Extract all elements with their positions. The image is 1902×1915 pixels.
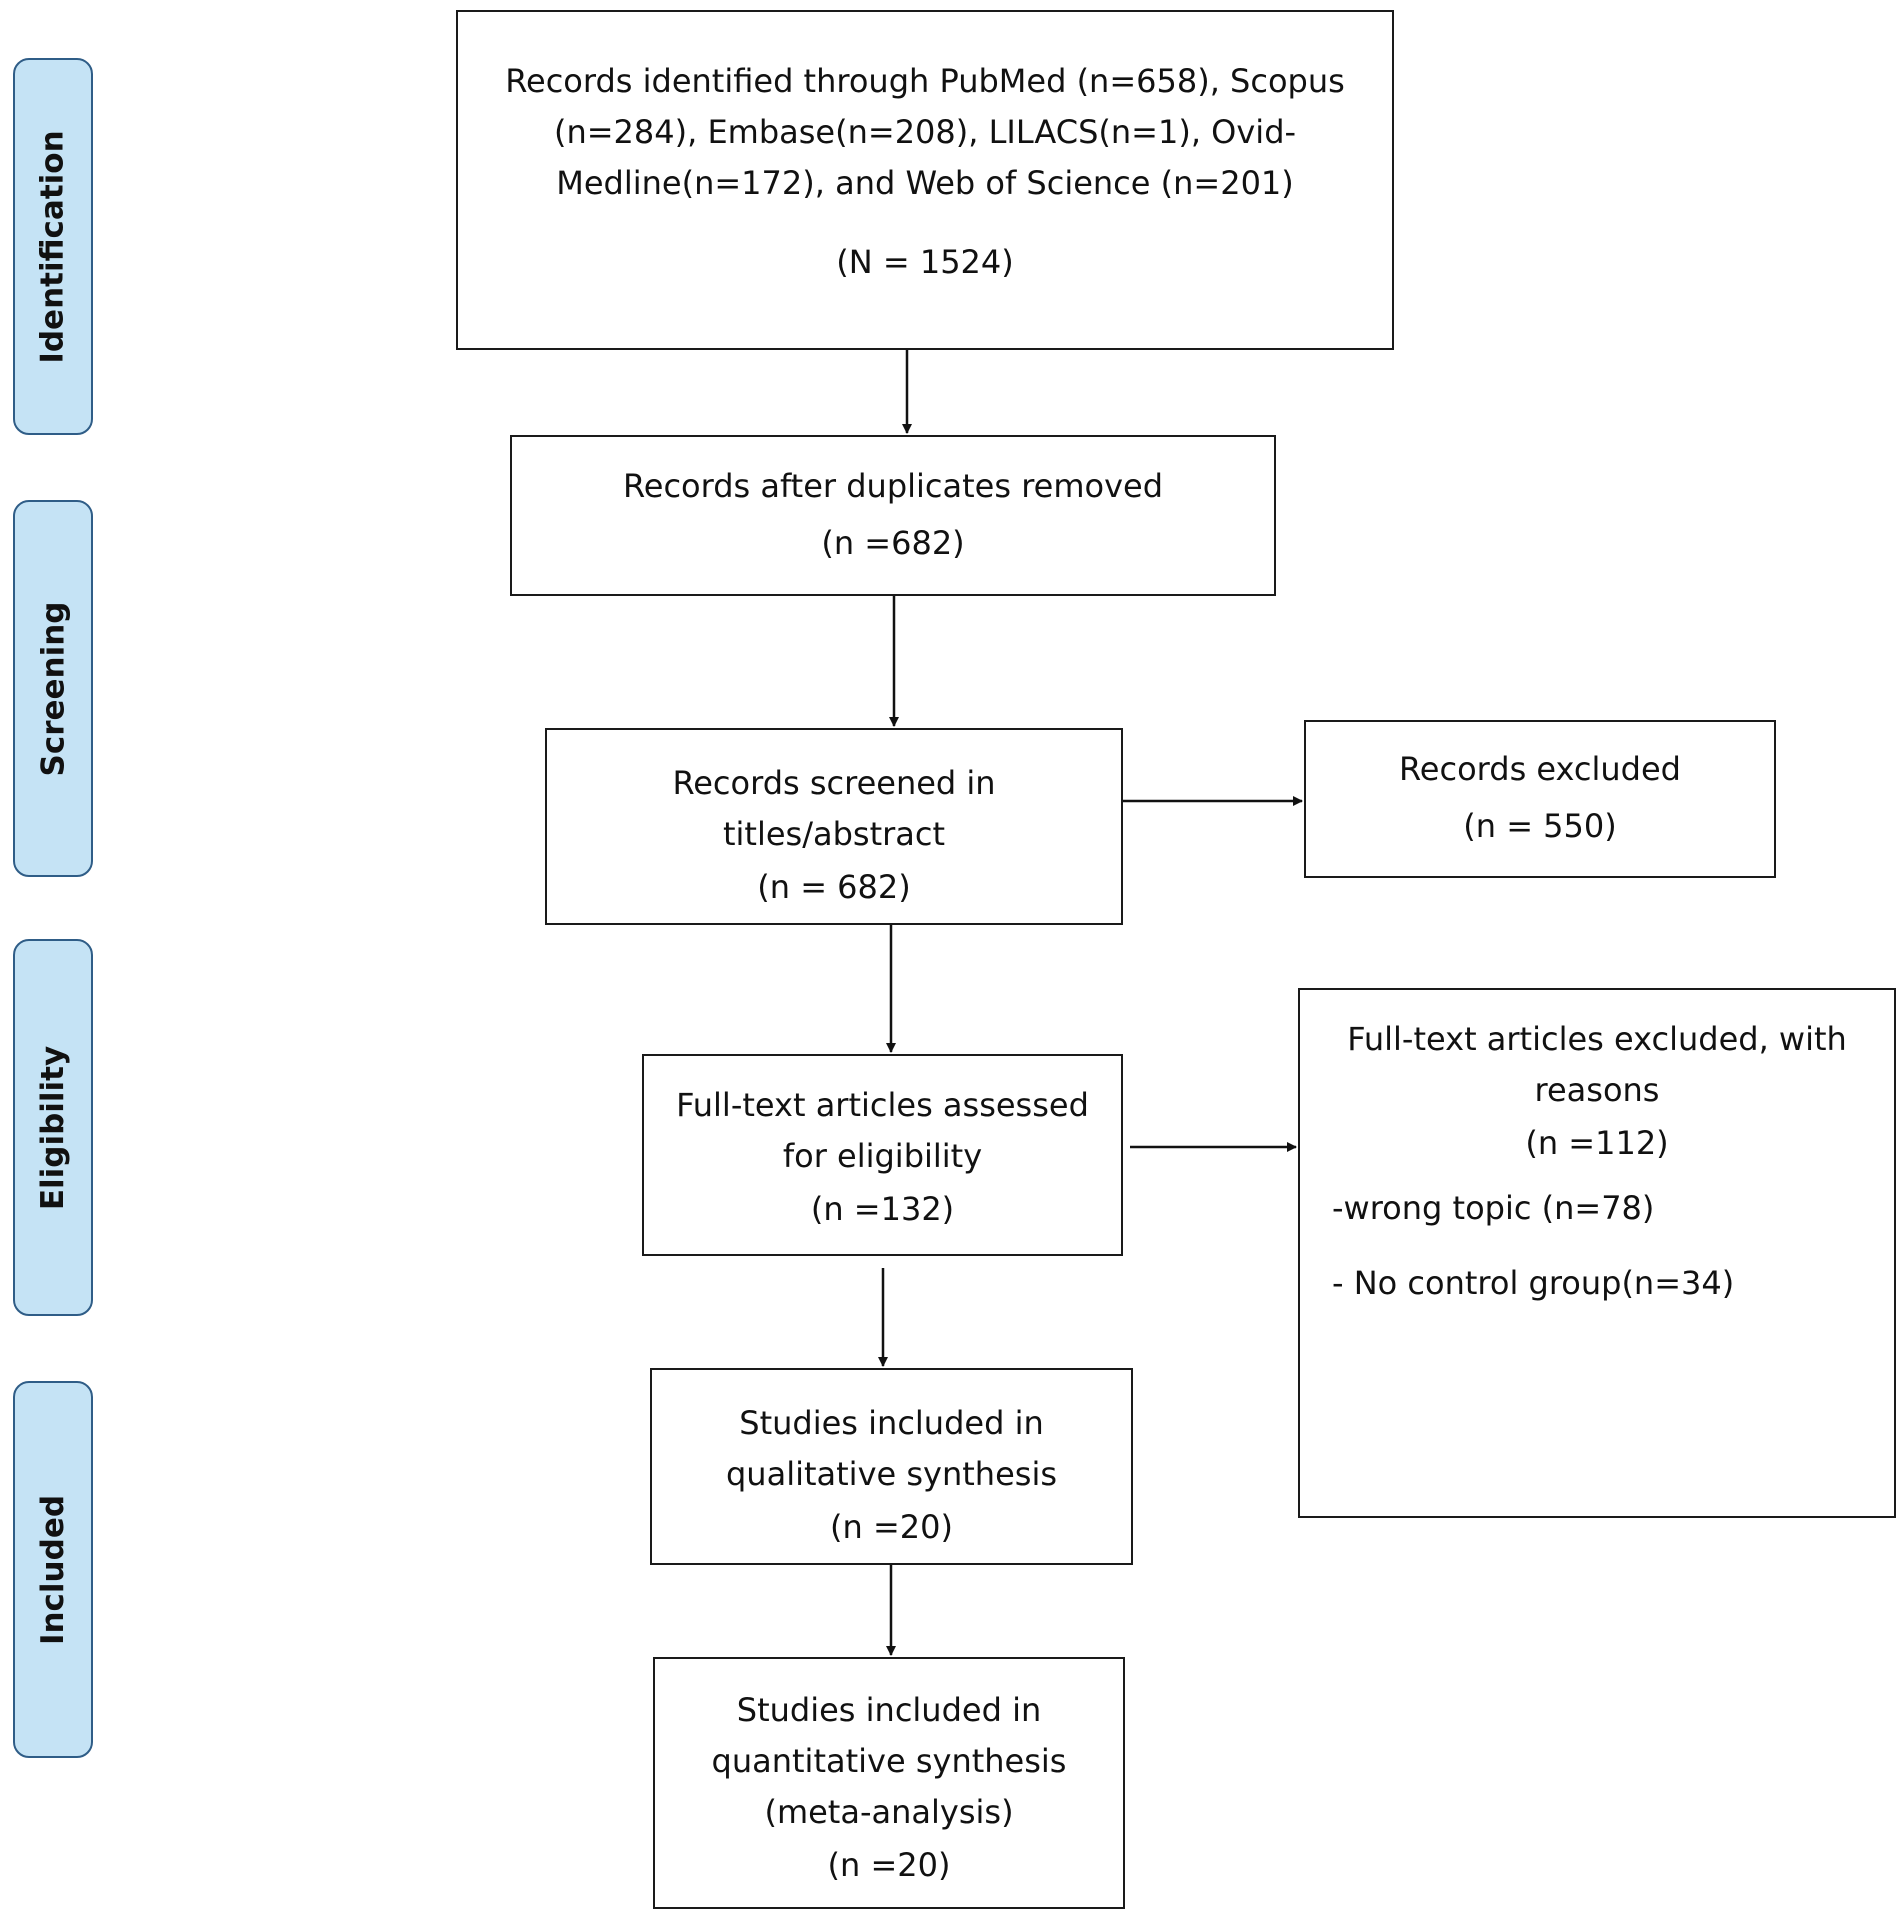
- ft-excluded-line-1: Full-text articles excluded, with: [1347, 1020, 1847, 1058]
- quantitative-count: (n =20): [827, 1846, 951, 1884]
- identified-count: (N = 1524): [836, 243, 1014, 281]
- box-fulltext-excluded: Full-text articles excluded, with reason…: [1298, 988, 1896, 1518]
- excluded-count: (n = 550): [1463, 807, 1617, 845]
- identified-line-2: (n=284), Embase(n=208), LILACS(n=1), Ovi…: [553, 113, 1297, 151]
- box-fulltext-assessed: Full-text articles assessed for eligibil…: [642, 1054, 1123, 1256]
- identified-line-3: Medline(n=172), and Web of Science (n=20…: [556, 164, 1294, 202]
- box-qualitative-synthesis: Studies included in qualitative synthesi…: [650, 1368, 1133, 1565]
- duplicates-line-1: Records after duplicates removed: [622, 467, 1164, 505]
- box-records-excluded: Records excluded (n = 550): [1304, 720, 1776, 878]
- ft-excluded-line-2: reasons: [1534, 1071, 1660, 1109]
- phase-included: Included: [13, 1381, 93, 1758]
- reason-wrong-topic: -wrong topic (n=78): [1332, 1189, 1655, 1227]
- screened-count: (n = 682): [757, 868, 911, 906]
- box-quantitative-synthesis: Studies included in quantitative synthes…: [653, 1657, 1125, 1909]
- assessed-count: (n =132): [810, 1190, 955, 1228]
- box-duplicates-removed: Records after duplicates removed (n =682…: [510, 435, 1276, 596]
- quantitative-line-2: quantitative synthesis: [711, 1742, 1067, 1780]
- identified-line-1: Records identified through PubMed (n=658…: [505, 62, 1345, 100]
- qualitative-line-1: Studies included in: [739, 1404, 1044, 1442]
- box-records-screened: Records screened in titles/abstract (n =…: [545, 728, 1123, 925]
- assessed-line-1: Full-text articles assessed: [676, 1086, 1089, 1124]
- box-records-identified: Records identified through PubMed (n=658…: [456, 10, 1394, 350]
- phase-screening: Screening: [13, 500, 93, 877]
- phase-identification: Identification: [13, 58, 93, 435]
- assessed-line-2: for eligibility: [782, 1137, 983, 1175]
- qualitative-count: (n =20): [830, 1508, 953, 1546]
- ft-excluded-reasons: -wrong topic (n=78) - No control group(n…: [1300, 1183, 1894, 1309]
- qualitative-line-2: qualitative synthesis: [725, 1455, 1057, 1493]
- phase-eligibility: Eligibility: [13, 939, 93, 1316]
- quantitative-line-3: (meta-analysis): [764, 1793, 1014, 1831]
- screened-line-2: titles/abstract: [722, 815, 946, 853]
- ft-excluded-count: (n =112): [1525, 1124, 1669, 1162]
- duplicates-count: (n =682): [821, 524, 965, 562]
- quantitative-line-1: Studies included in: [736, 1691, 1042, 1729]
- excluded-line-1: Records excluded: [1399, 750, 1681, 788]
- reason-no-control-group: - No control group(n=34): [1332, 1264, 1735, 1302]
- screened-line-1: Records screened in: [672, 764, 996, 802]
